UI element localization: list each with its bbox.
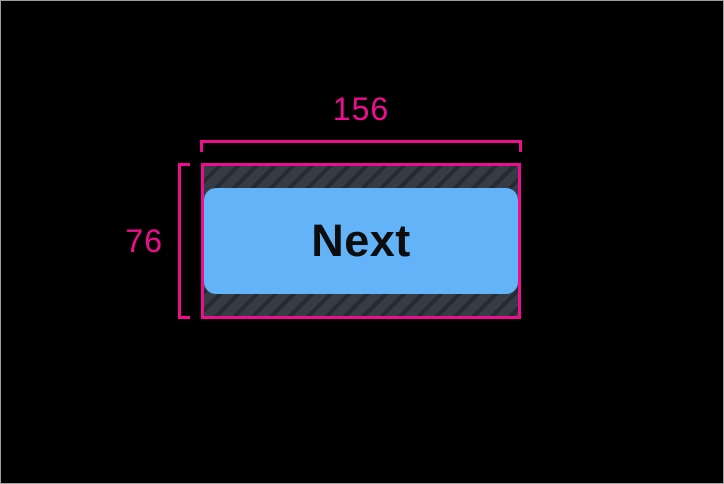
width-dimension-bracket (200, 140, 522, 152)
width-dimension-label: 156 (332, 91, 390, 127)
touch-target-bounds: Next (201, 163, 521, 319)
next-button[interactable]: Next (204, 188, 518, 294)
height-dimension-label: 76 (125, 223, 163, 259)
height-dimension-bracket (178, 163, 190, 319)
next-button-label: Next (311, 215, 411, 266)
